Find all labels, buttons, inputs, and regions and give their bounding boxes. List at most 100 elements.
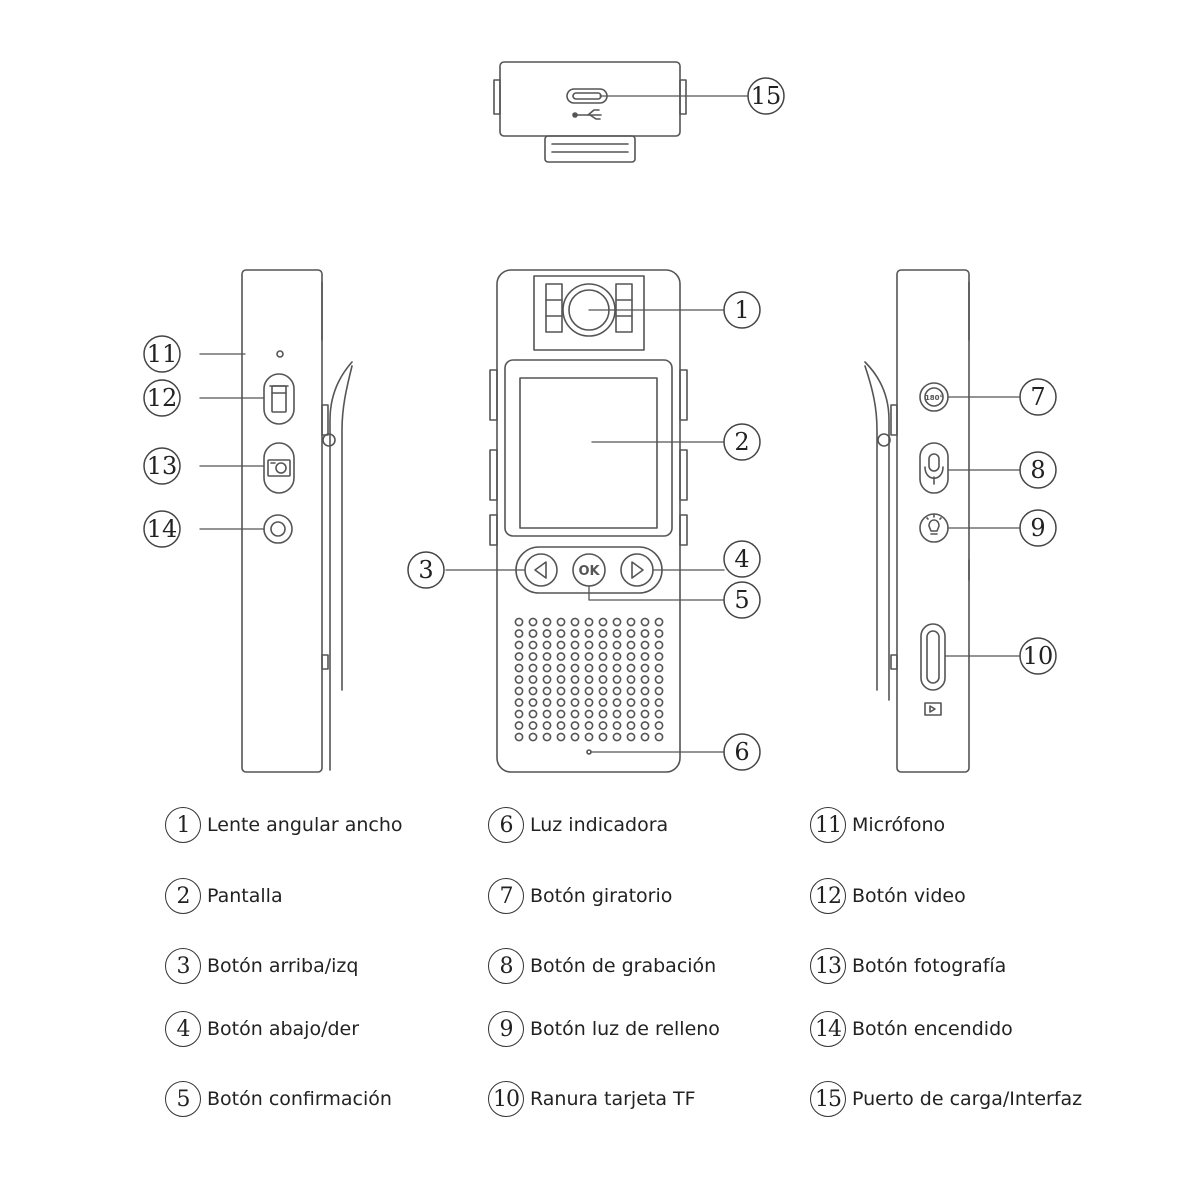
legend-number: 5 — [165, 1081, 201, 1117]
speaker-hole — [542, 698, 552, 707]
callout-10: 10 — [1023, 642, 1054, 670]
speaker-hole — [626, 686, 636, 696]
speaker-hole — [584, 629, 594, 638]
front-view — [489, 269, 688, 773]
power-icon — [270, 521, 286, 537]
speaker-hole — [570, 663, 580, 673]
speaker-hole — [654, 675, 664, 684]
speaker-hole — [626, 675, 636, 684]
speaker-hole — [626, 629, 636, 638]
speaker-hole — [640, 732, 650, 742]
legend-number: 2 — [165, 878, 201, 914]
left-button — [524, 553, 558, 587]
callout-11: 11 — [147, 340, 178, 368]
legend-label: Botón video — [852, 885, 966, 907]
legend-item: 3 Botón arriba/izq — [165, 946, 358, 986]
speaker-hole — [598, 698, 608, 707]
device-diagram: OK 180° 15 1 2 3 4 5 6 7 8 9 10 11 12 13… — [143, 61, 1057, 773]
legend-number: 7 — [488, 878, 524, 914]
speaker-hole — [612, 698, 622, 707]
callout-3: 3 — [418, 556, 433, 584]
speaker-hole — [626, 709, 636, 719]
legend-item: 11 Micrófono — [810, 805, 945, 845]
speaker-hole — [542, 732, 552, 742]
legend-item: 15 Puerto de carga/Interfaz — [810, 1079, 1082, 1119]
speaker-hole — [598, 721, 608, 730]
legend-number: 3 — [165, 948, 201, 984]
left-side-view — [241, 269, 353, 773]
speaker-hole — [640, 640, 650, 650]
speaker-hole — [514, 617, 524, 627]
speaker-hole — [654, 698, 664, 707]
legend-number: 9 — [488, 1011, 524, 1047]
rotate-icon — [924, 387, 944, 407]
speaker-hole — [584, 617, 594, 627]
speaker-hole — [640, 617, 650, 627]
speaker-hole — [640, 721, 650, 730]
legend-label: Botón encendido — [852, 1018, 1013, 1040]
speaker-hole — [528, 709, 538, 719]
speaker-hole — [528, 663, 538, 673]
legend-item: 8 Botón de grabación — [488, 946, 716, 986]
legend-label: Micrófono — [852, 814, 946, 836]
callout-13: 13 — [147, 452, 178, 480]
legend-number: 15 — [810, 1081, 846, 1117]
speaker-hole — [556, 629, 566, 638]
callout-1: 1 — [734, 296, 749, 324]
speaker-hole — [584, 698, 594, 707]
speaker-hole — [556, 721, 566, 730]
speaker-hole — [612, 629, 622, 638]
speaker-hole — [612, 721, 622, 730]
rotate-label: 180° — [925, 394, 943, 402]
screen-bezel — [504, 359, 673, 537]
top-view — [493, 61, 687, 163]
speaker-hole — [584, 686, 594, 696]
legend-item: 13 Botón fotografía — [810, 946, 1006, 986]
callout-4: 4 — [734, 545, 749, 573]
callout-12: 12 — [147, 384, 178, 412]
right-arrow-icon — [631, 561, 644, 579]
speaker-hole — [556, 732, 566, 742]
legend-item: 10 Ranura tarjeta TF — [488, 1079, 696, 1119]
legend-item: 9 Botón luz de relleno — [488, 1009, 720, 1049]
legend-label: Luz indicadora — [530, 814, 669, 836]
camera-icon — [267, 459, 291, 477]
speaker-hole — [570, 675, 580, 684]
speaker-hole — [528, 698, 538, 707]
speaker-hole — [542, 686, 552, 696]
callout-9: 9 — [1030, 514, 1045, 542]
left-clip — [329, 361, 353, 771]
speaker-hole — [584, 663, 594, 673]
callout-circles — [143, 77, 1057, 771]
speaker-hole — [514, 629, 524, 638]
speaker-hole — [584, 652, 594, 661]
left-arrow-icon — [534, 561, 547, 579]
legend-label: Botón luz de relleno — [530, 1018, 720, 1040]
legend-item: 4 Botón abajo/der — [165, 1009, 359, 1049]
speaker-hole — [654, 721, 664, 730]
speaker-hole — [556, 652, 566, 661]
legend-number: 10 — [488, 1081, 524, 1117]
speaker-hole — [570, 698, 580, 707]
legend-label: Pantalla — [207, 885, 283, 907]
callout-5: 5 — [734, 586, 749, 614]
legend-label: Puerto de carga/Interfaz — [852, 1088, 1083, 1110]
speaker-hole — [598, 709, 608, 719]
top-view-side-button-right — [679, 79, 687, 115]
speaker-hole — [584, 709, 594, 719]
speaker-hole — [612, 640, 622, 650]
speaker-hole — [542, 721, 552, 730]
speaker-hole — [654, 732, 664, 742]
speaker-hole — [514, 686, 524, 696]
screen — [519, 377, 658, 529]
mic-hole — [276, 350, 284, 358]
speaker-hole — [598, 629, 608, 638]
speaker-hole — [640, 663, 650, 673]
legend-number: 14 — [810, 1011, 846, 1047]
speaker-hole — [514, 721, 524, 730]
speaker-hole — [514, 732, 524, 742]
speaker-hole — [528, 629, 538, 638]
speaker-hole — [556, 686, 566, 696]
speaker-hole — [654, 663, 664, 673]
video-icon — [271, 385, 287, 413]
